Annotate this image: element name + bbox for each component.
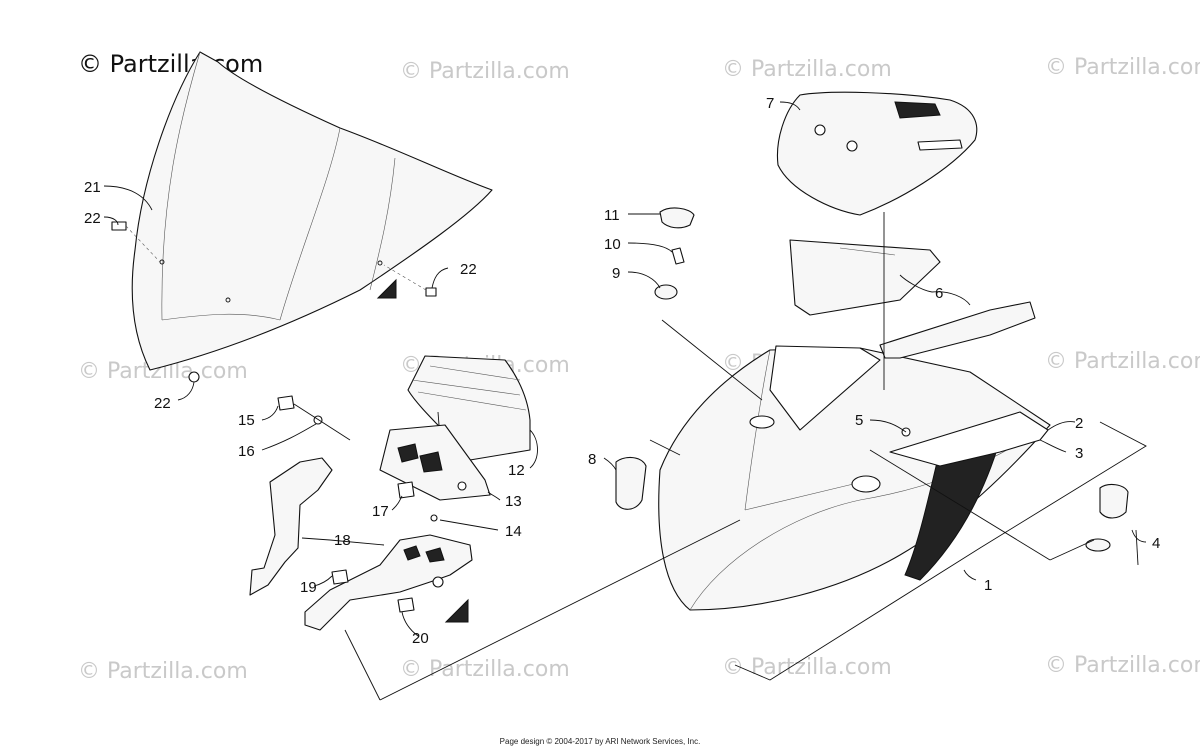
callout-label: 19 [300, 579, 317, 596]
callout-label: 7 [766, 95, 774, 112]
gauge-bracket-part [379, 424, 491, 501]
callout-label: 1 [984, 577, 992, 594]
grommet-part [430, 514, 438, 522]
bolt-part [397, 481, 415, 499]
callout-label: 21 [84, 179, 101, 196]
callout-label: 5 [855, 412, 863, 429]
callout-label: 22 [460, 261, 477, 278]
windshield-part [131, 51, 493, 371]
callout-labels: 1 2 3 4 5 6 7 8 9 10 11 12 13 14 15 16 1… [84, 95, 1160, 647]
callout-label: 6 [935, 285, 943, 302]
callout-label: 22 [154, 395, 171, 412]
gauge-part [407, 355, 531, 461]
callout-label: 13 [505, 493, 522, 510]
callout-label: 11 [604, 207, 620, 224]
direction-arrow-icon [444, 598, 469, 623]
footer-credit: Page design © 2004-2017 by ARI Network S… [500, 737, 701, 746]
callout-label: 12 [508, 462, 525, 479]
screw-part [111, 221, 437, 383]
nut-part [397, 597, 415, 613]
power-point-part [1085, 483, 1129, 552]
cover-part [776, 91, 978, 390]
vent-panel-part [789, 239, 1036, 359]
watermarks: © Partzilla.com © Partzilla.com © Partzi… [78, 50, 1200, 684]
watermark: © Partzilla.com [1045, 55, 1200, 80]
leader-lines [103, 101, 1147, 701]
key-switch-part [654, 207, 763, 401]
console-part [658, 345, 1051, 611]
watermark-primary: © Partzilla.com [78, 50, 263, 78]
callout-label: 18 [334, 532, 351, 549]
watermark: © Partzilla.com [400, 59, 570, 84]
callout-label: 17 [372, 503, 389, 520]
switch-part [615, 457, 647, 510]
watermark: © Partzilla.com [1045, 349, 1200, 374]
callout-label: 10 [604, 236, 621, 253]
watermark: © Partzilla.com [1045, 653, 1200, 678]
direction-arrow-icon [376, 278, 397, 299]
callout-label: 20 [412, 630, 429, 647]
callout-label: 8 [588, 451, 596, 468]
callout-label: 15 [238, 412, 255, 429]
nut-part [277, 395, 351, 441]
watermark: © Partzilla.com [722, 57, 892, 82]
callout-label: 4 [1152, 535, 1160, 552]
watermark: © Partzilla.com [400, 657, 570, 682]
mount-bracket-part [249, 457, 473, 631]
watermark: © Partzilla.com [722, 655, 892, 680]
callout-label: 16 [238, 443, 255, 460]
screw-part [331, 569, 349, 585]
callout-label: 22 [84, 210, 101, 227]
callout-label: 2 [1075, 415, 1083, 432]
callout-label: 3 [1075, 445, 1083, 462]
callout-label: 14 [505, 523, 522, 540]
watermark: © Partzilla.com [78, 659, 248, 684]
callout-label: 9 [612, 265, 620, 282]
